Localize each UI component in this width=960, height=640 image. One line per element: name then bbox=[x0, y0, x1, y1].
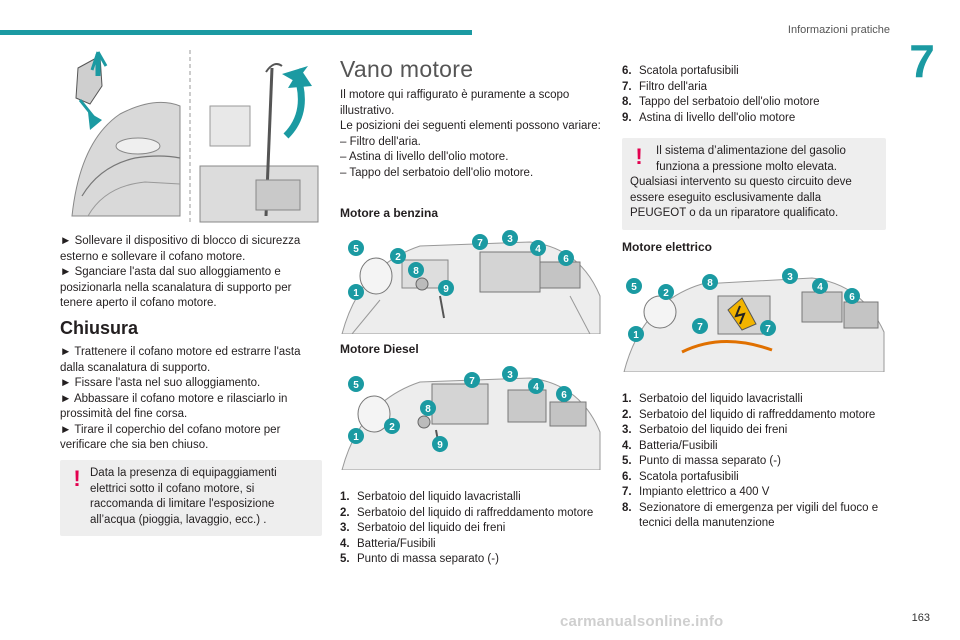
electric-motor-illustration: 5 2 8 1 7 7 3 4 6 bbox=[622, 262, 886, 372]
watermark: carmanualsonline.info bbox=[560, 613, 724, 630]
close-step-2: ► Fissare l'asta nel suo alloggiamento. bbox=[60, 377, 261, 389]
electric-callout-3: 3 bbox=[787, 272, 793, 283]
intro-line-2: Le posizioni dei seguenti elementi posso… bbox=[340, 120, 601, 132]
chapter-number: 7 bbox=[909, 35, 935, 87]
petrol-engine-illustration: 5 2 8 1 9 7 3 4 6 bbox=[340, 226, 602, 334]
close-step-1: ► Trattenere il cofano motore ed estrarr… bbox=[60, 346, 301, 374]
petrol-callout-2: 2 bbox=[395, 252, 401, 263]
fuel-warning-rest: Qualsiasi intervento su questo circuito … bbox=[630, 176, 852, 219]
petrol-callout-7: 7 bbox=[477, 238, 483, 249]
diesel-callout-7: 7 bbox=[469, 376, 475, 387]
petrol-callout-8: 8 bbox=[413, 266, 419, 277]
electric-motor-heading: Motore elettrico bbox=[622, 240, 713, 254]
electric-callout-1: 1 bbox=[633, 330, 639, 341]
list-item: 7.Impianto elettrico a 400 V bbox=[622, 486, 770, 498]
list-item: 5.Punto di massa separato (-) bbox=[340, 553, 499, 565]
diesel-callout-3: 3 bbox=[507, 370, 513, 381]
intro-line-4: – Astina di livello dell'olio motore. bbox=[340, 151, 509, 163]
list-item: 6.Scatola portafusibili bbox=[622, 65, 739, 77]
close-step-3: ► Abbassare il cofano motore e rilasciar… bbox=[60, 392, 288, 421]
fuel-warning-first: Il sistema d’alimentazione del gasolio f… bbox=[656, 145, 846, 173]
close-step-4: ► Tirare il coperchio del cofano motore … bbox=[60, 423, 281, 452]
warning-exclamation-icon: ! bbox=[635, 144, 643, 169]
close-instructions: ► Trattenere il cofano motore ed estrarr… bbox=[60, 345, 322, 454]
header-accent-bar bbox=[0, 30, 472, 35]
components-list-part-1: 1.Serbatoio del liquido lavacristalli 2.… bbox=[340, 490, 602, 568]
petrol-callout-6: 6 bbox=[563, 254, 569, 265]
electric-callout-7b: 7 bbox=[765, 324, 771, 335]
open-step-2: ► Sganciare l'asta dal suo alloggiamento… bbox=[60, 266, 292, 309]
list-item: 1.Serbatoio del liquido lavacristalli bbox=[622, 393, 803, 405]
diesel-callout-1: 1 bbox=[353, 432, 359, 443]
warning-exclamation-icon: ! bbox=[73, 466, 81, 491]
petrol-callout-3: 3 bbox=[507, 234, 513, 245]
list-item: 8.Sezionatore di emergenza per vigili de… bbox=[622, 501, 879, 530]
intro-line-3: – Filtro dell'aria. bbox=[340, 135, 421, 148]
diesel-callout-4: 4 bbox=[533, 382, 539, 393]
list-item: 7.Filtro dell'aria bbox=[622, 80, 708, 93]
water-warning-box: ! Data la presenza di equipaggiamenti el… bbox=[60, 460, 322, 536]
section-title: Informazioni pratiche bbox=[787, 24, 890, 36]
petrol-callout-1: 1 bbox=[353, 288, 359, 299]
list-item: 2.Serbatoio del liquido di raffreddament… bbox=[622, 408, 876, 421]
page-number: 163 bbox=[911, 612, 930, 624]
diesel-engine-heading: Motore Diesel bbox=[340, 342, 419, 356]
closing-heading: Chiusura bbox=[60, 318, 139, 338]
intro-line-5: – Tappo del serbatoio dell'olio motore. bbox=[340, 166, 534, 179]
water-warning-text: Data la presenza di equipaggiamenti elet… bbox=[90, 467, 277, 526]
intro-line-1: Il motore qui raffigurato è puramente a … bbox=[340, 89, 570, 117]
petrol-engine-heading: Motore a benzina bbox=[340, 206, 439, 220]
petrol-callout-5: 5 bbox=[353, 244, 359, 255]
petrol-callouts bbox=[348, 230, 574, 300]
list-item: 2.Serbatoio del liquido di raffreddament… bbox=[340, 506, 594, 519]
engine-bay-intro: Il motore qui raffigurato è puramente a … bbox=[340, 88, 602, 181]
diesel-callout-6: 6 bbox=[561, 390, 567, 401]
petrol-callout-9: 9 bbox=[443, 284, 449, 295]
electric-callout-5: 5 bbox=[631, 282, 637, 293]
electric-callout-7a: 7 bbox=[697, 322, 703, 333]
diesel-callout-8: 8 bbox=[425, 404, 431, 415]
diesel-callout-5: 5 bbox=[353, 380, 359, 391]
engine-bay-heading: Vano motore bbox=[340, 56, 474, 82]
diesel-callout-9: 9 bbox=[437, 440, 443, 451]
list-item: 4.Batteria/Fusibili bbox=[622, 439, 718, 452]
list-item: 3.Serbatoio del liquido dei freni bbox=[622, 424, 788, 436]
list-item: 3.Serbatoio del liquido dei freni bbox=[340, 522, 506, 534]
electric-callout-6: 6 bbox=[849, 292, 855, 303]
list-item: 5.Punto di massa separato (-) bbox=[622, 455, 781, 467]
diesel-engine-illustration: 5 7 3 4 6 8 1 2 9 bbox=[340, 362, 602, 470]
components-list-part-2: 6.Scatola portafusibili 7.Filtro dell'ar… bbox=[622, 64, 888, 126]
list-item: 4.Batteria/Fusibili bbox=[340, 537, 436, 550]
diesel-callout-2: 2 bbox=[389, 422, 395, 433]
list-item: 1.Serbatoio del liquido lavacristalli bbox=[340, 491, 521, 503]
petrol-callout-4: 4 bbox=[535, 244, 541, 255]
list-item: 6.Scatola portafusibili bbox=[622, 470, 739, 483]
electric-components-list: 1.Serbatoio del liquido lavacristalli 2.… bbox=[622, 392, 888, 532]
open-step-1: ► Sollevare il dispositivo di blocco di … bbox=[60, 235, 301, 263]
electric-callout-4: 4 bbox=[817, 282, 823, 293]
fuel-pressure-warning-box: ! Il sistema d’alimentazione del gasolio… bbox=[622, 138, 886, 230]
electric-callout-2: 2 bbox=[663, 288, 669, 299]
electric-callout-8: 8 bbox=[707, 278, 713, 289]
open-instructions: ► Sollevare il dispositivo di blocco di … bbox=[60, 234, 322, 312]
list-item: 8.Tappo del serbatoio dell'olio motore bbox=[622, 96, 820, 108]
hood-opening-illustration bbox=[60, 46, 322, 224]
list-item: 9.Astina di livello dell'olio motore bbox=[622, 111, 796, 124]
